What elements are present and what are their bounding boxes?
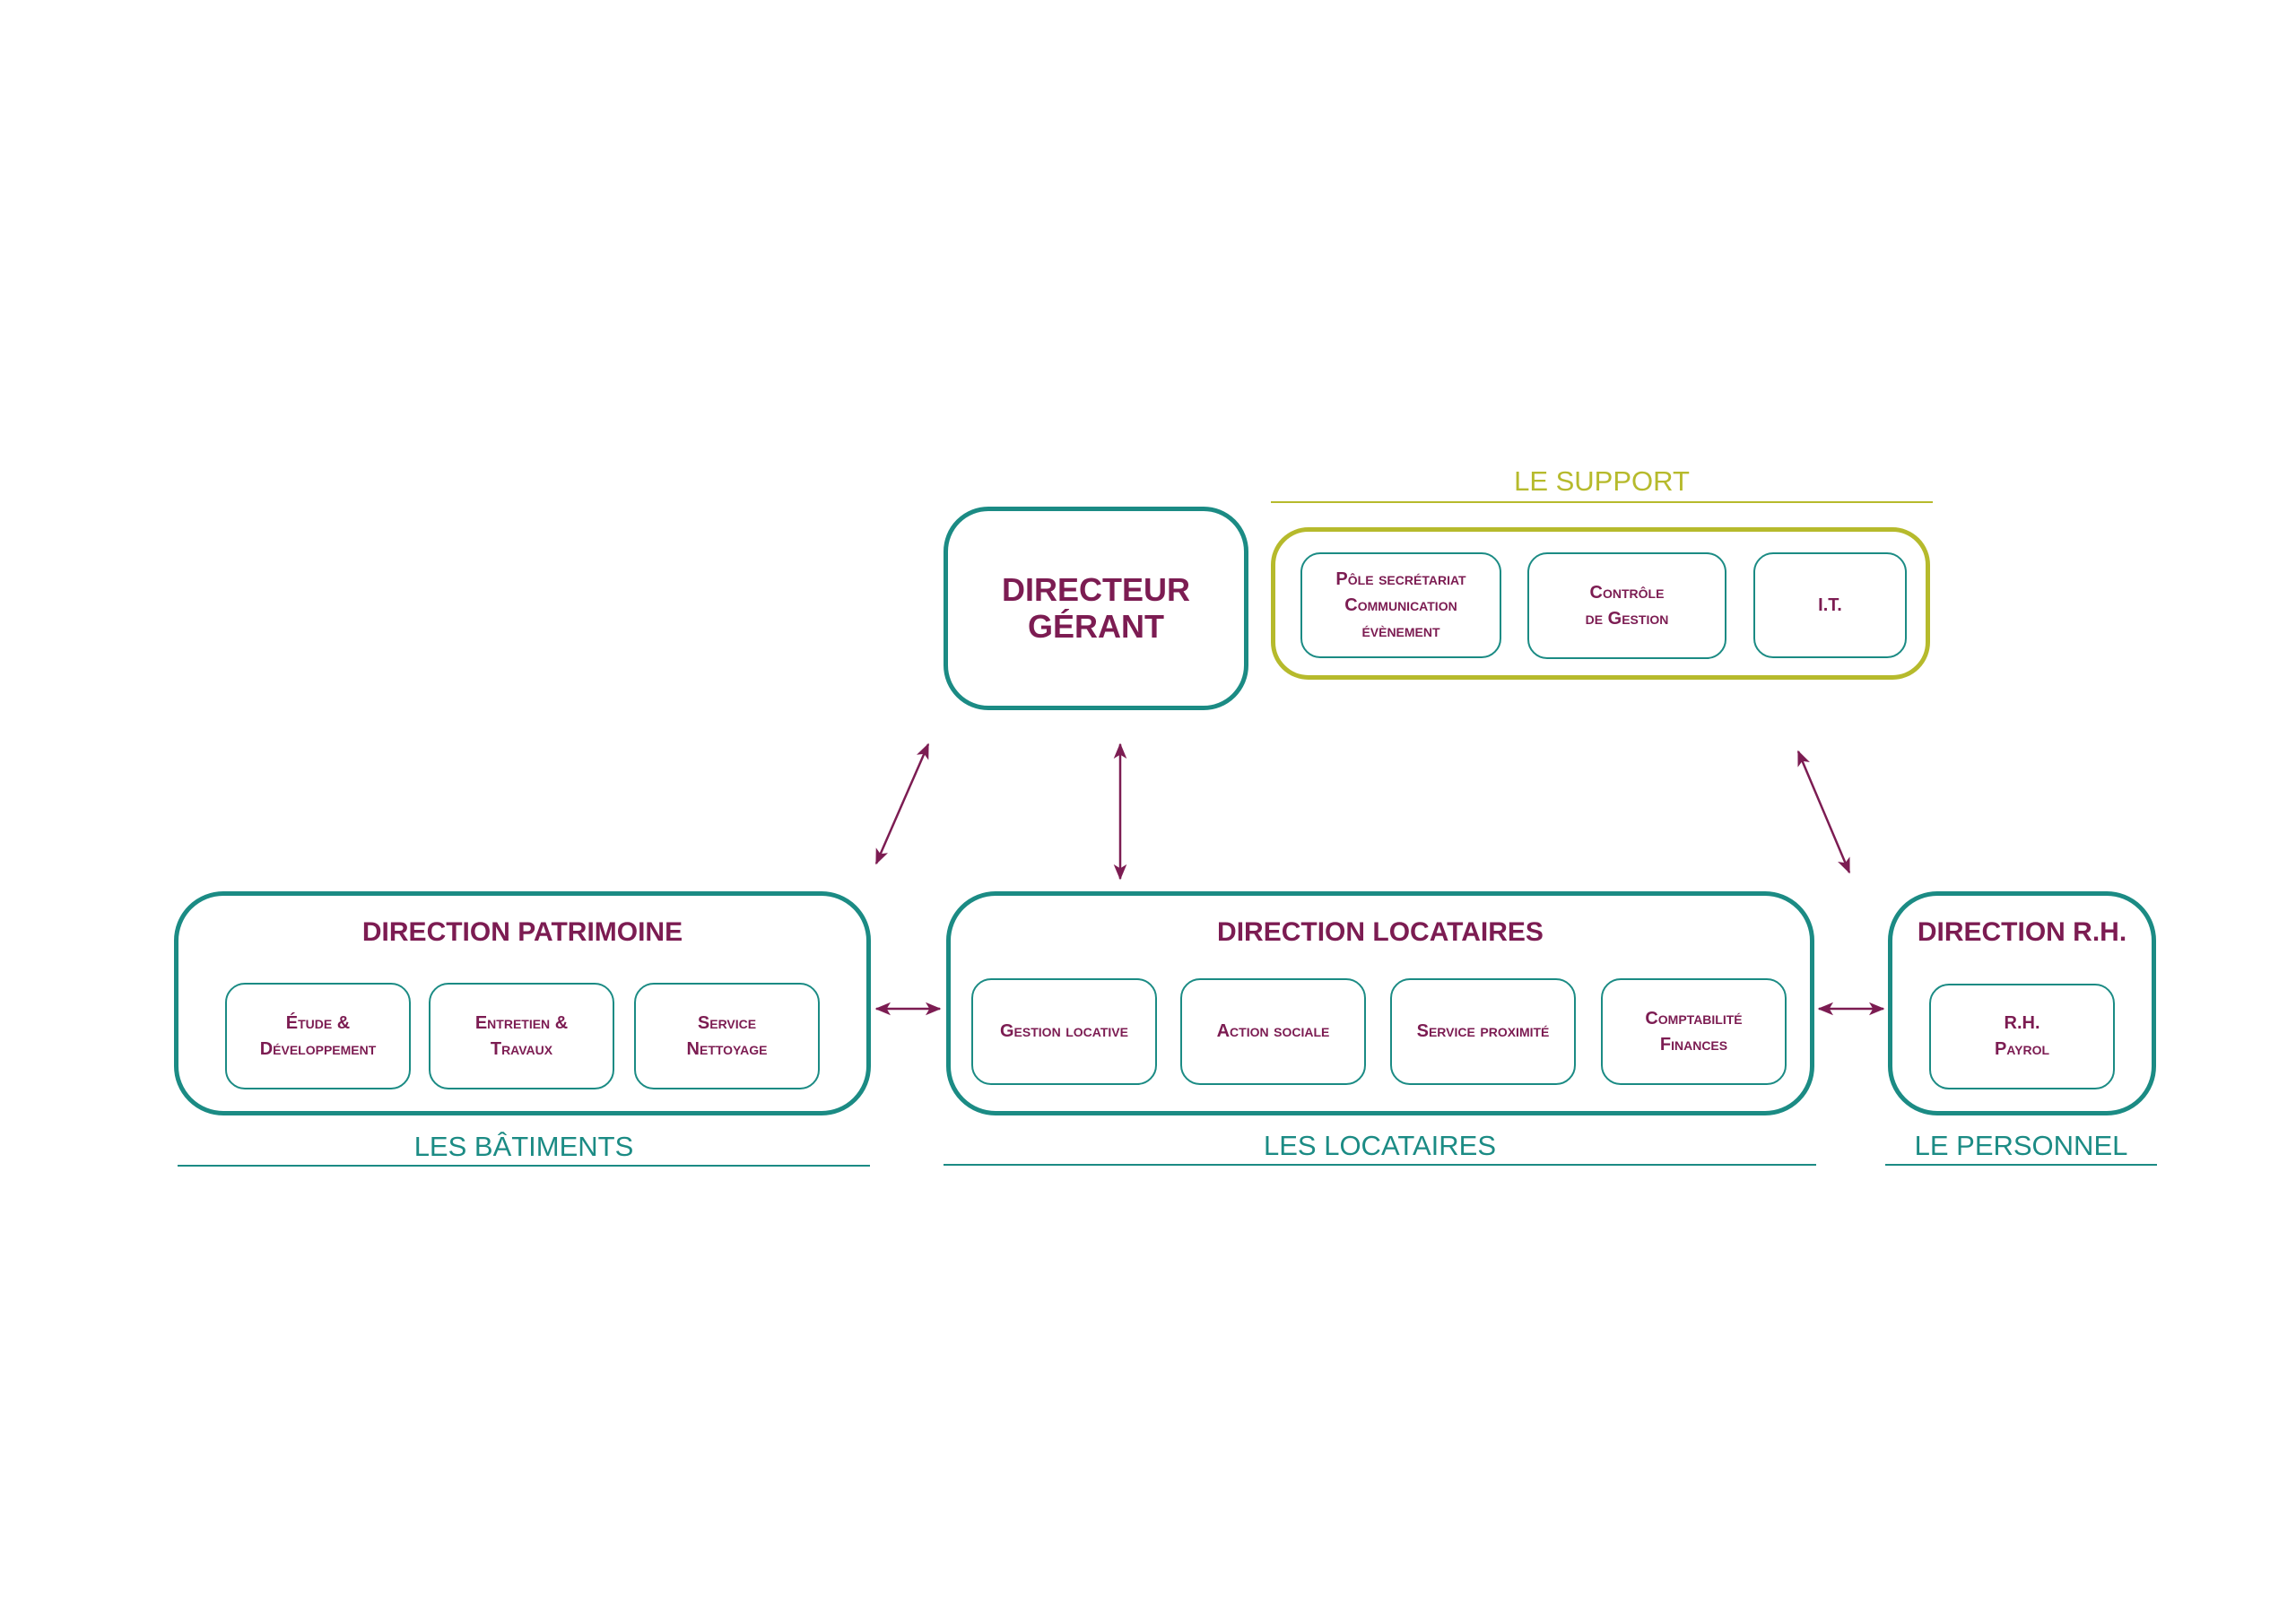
direction-rh-title: DIRECTION R.H. — [1917, 917, 2127, 947]
unit-label-line: Développement — [259, 1038, 377, 1059]
unit-label-line: Entretien & — [474, 1012, 569, 1033]
unit-controle-gestion[interactable]: Contrôle de Gestion — [1527, 552, 1726, 659]
support-group-rule — [1271, 501, 1933, 503]
unit-label-line: Pôle secrétariat — [1335, 568, 1466, 589]
directeur-gerant-box[interactable]: DIRECTEUR GÉRANT — [944, 507, 1248, 710]
unit-label-line: Service — [697, 1012, 757, 1033]
arrow-support-rh — [1796, 750, 1851, 874]
unit-gestion-locative[interactable]: Gestion locative — [971, 978, 1157, 1085]
batiments-group-label: LES BÂTIMENTS — [413, 1131, 634, 1162]
unit-label-line: Contrôle — [1589, 582, 1665, 603]
direction-patrimoine-title: DIRECTION PATRIMOINE — [361, 917, 683, 947]
locataires-group-label: LES LOCATAIRES — [1264, 1130, 1496, 1161]
locataires-group-rule — [944, 1164, 1816, 1166]
unit-entretien-travaux[interactable]: Entretien & Travaux — [429, 983, 614, 1089]
unit-label-line: Comptabilité — [1645, 1008, 1743, 1028]
personnel-group-rule — [1885, 1164, 2157, 1166]
unit-pole-secretariat[interactable]: Pôle secrétariat Communication évènement — [1300, 552, 1501, 658]
arrow-directeur-patrimoine — [874, 742, 930, 865]
unit-rh-payrol[interactable]: R.H. Payrol — [1929, 984, 2115, 1089]
unit-label-line: Gestion locative — [1000, 1021, 1128, 1041]
unit-comptabilite-finances[interactable]: Comptabilité Finances — [1601, 978, 1787, 1085]
unit-label-line: de Gestion — [1585, 608, 1669, 629]
unit-service-proximite[interactable]: Service proximité — [1390, 978, 1576, 1085]
unit-label-line: Nettoyage — [686, 1038, 768, 1059]
unit-label-line: Communication — [1344, 595, 1457, 615]
batiments-group-rule — [178, 1165, 870, 1167]
unit-it[interactable]: I.T. — [1753, 552, 1907, 658]
unit-label-line: R.H. — [2004, 1013, 2040, 1033]
directeur-title-line: GÉRANT — [1028, 607, 1164, 645]
unit-service-nettoyage[interactable]: Service Nettoyage — [634, 983, 820, 1089]
unit-label-line: évènement — [1361, 621, 1440, 641]
personnel-group-label: LE PERSONNEL — [1914, 1130, 2128, 1161]
unit-label-line: Étude & — [285, 1012, 351, 1033]
unit-etude-developpement[interactable]: Étude & Développement — [225, 983, 411, 1089]
support-group-label: LE SUPPORT — [1514, 465, 1690, 497]
unit-label-line: Service proximité — [1416, 1021, 1550, 1041]
unit-label-line: Action sociale — [1216, 1021, 1330, 1041]
direction-locataires-title: DIRECTION LOCATAIRES — [1217, 917, 1544, 947]
unit-action-sociale[interactable]: Action sociale — [1180, 978, 1366, 1085]
unit-label-line: Finances — [1659, 1034, 1728, 1055]
unit-label-line: I.T. — [1818, 595, 1842, 615]
unit-label-line: Payrol — [1994, 1039, 2050, 1059]
directeur-title-line: DIRECTEUR — [1001, 571, 1190, 609]
unit-label-line: Travaux — [490, 1038, 553, 1059]
